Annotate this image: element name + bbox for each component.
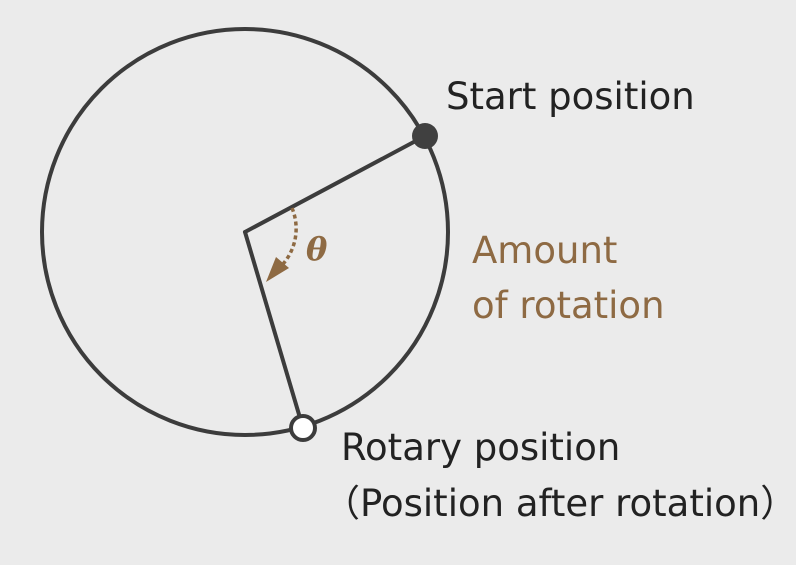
start-radius-line — [243, 134, 427, 234]
rotation-angle-arc — [281, 207, 298, 266]
rotary-radius-line — [243, 230, 305, 430]
rotary-position-marker — [289, 414, 317, 442]
amount-of-rotation-label-line2: of rotation — [472, 284, 665, 327]
amount-of-rotation-label-line1: Amount — [472, 229, 618, 272]
rotation-circle — [40, 27, 450, 437]
start-position-marker — [412, 123, 438, 149]
rotary-position-label-line2: （Position after rotation） — [323, 482, 796, 525]
start-position-label: Start position — [446, 75, 695, 118]
rotation-arrow-head — [266, 257, 289, 282]
rotary-position-label-line1: Rotary position — [341, 426, 621, 469]
theta-symbol: θ — [306, 230, 328, 268]
